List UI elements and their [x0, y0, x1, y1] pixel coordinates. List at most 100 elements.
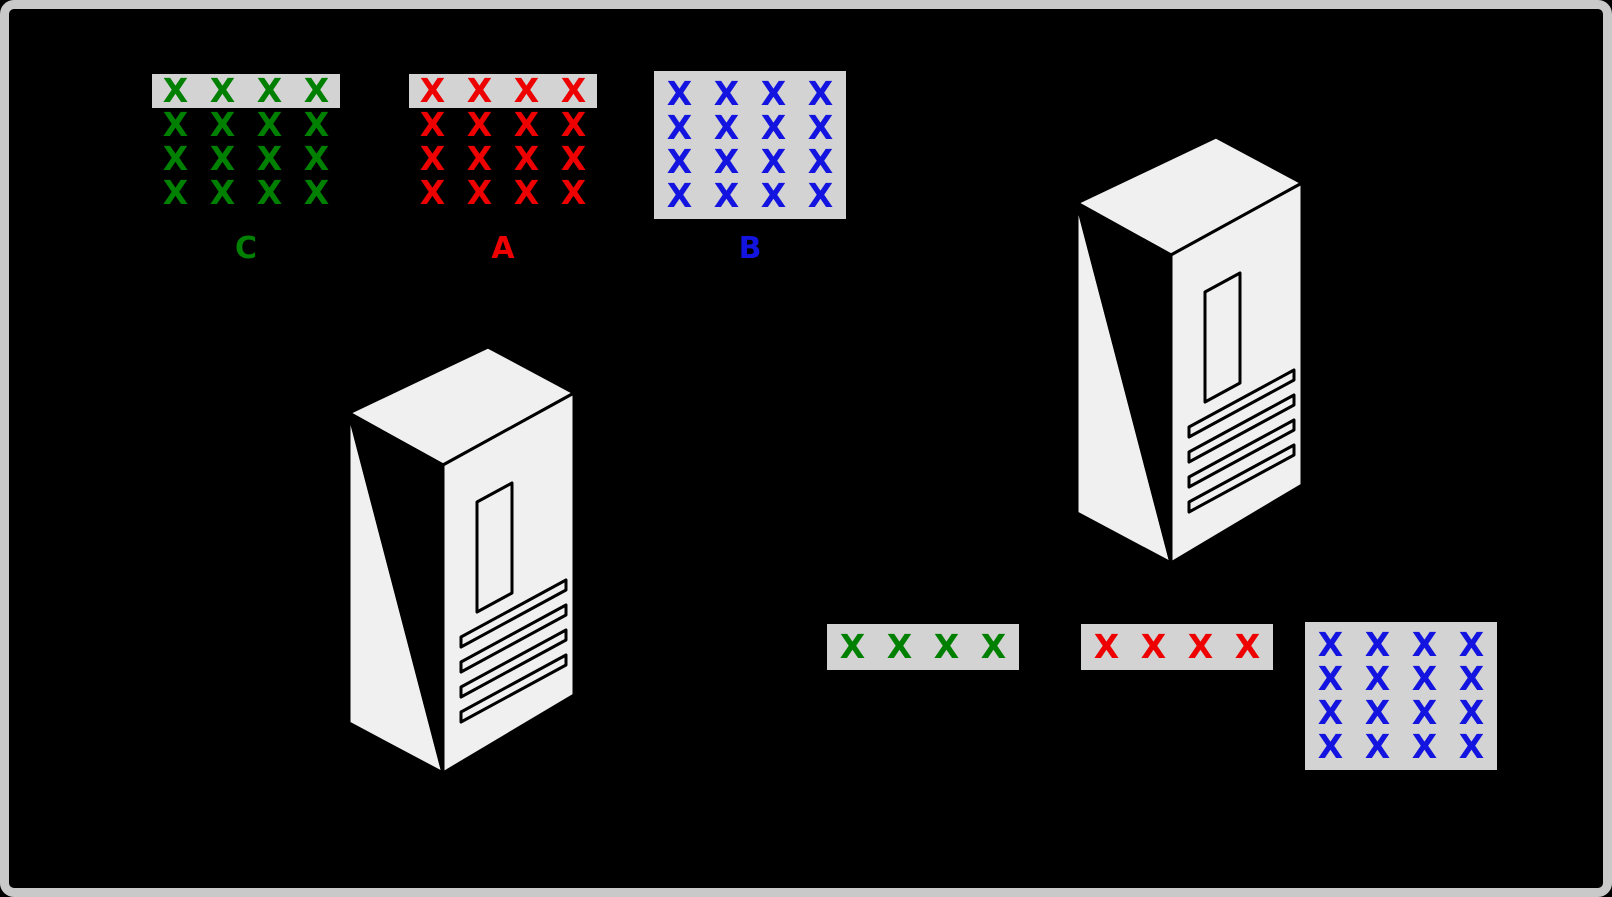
x-mark: X	[1411, 693, 1438, 732]
x-mark: X	[162, 173, 189, 212]
server-vent-slat	[1187, 368, 1296, 439]
server-side-dark	[347, 411, 445, 775]
x-mark: X	[1458, 693, 1485, 732]
server-vent-slat	[459, 603, 568, 674]
x-mark: X	[1317, 625, 1344, 664]
x-mark: X	[209, 173, 236, 212]
x-mark: X	[1364, 693, 1391, 732]
x-mark: X	[162, 105, 189, 144]
x-mark: X	[1364, 727, 1391, 766]
x-mark: X	[807, 142, 834, 181]
matrix-a-label: A	[491, 231, 515, 266]
x-mark: X	[760, 108, 787, 147]
x-mark: X	[303, 71, 330, 110]
server-vent-slat	[459, 653, 568, 724]
server-vent-slat	[459, 578, 568, 649]
x-mark: X	[256, 173, 283, 212]
x-mark: X	[933, 627, 960, 666]
x-mark: X	[760, 74, 787, 113]
x-mark: X	[713, 142, 740, 181]
x-mark: X	[256, 105, 283, 144]
x-mark: X	[980, 627, 1007, 666]
x-mark: X	[713, 108, 740, 147]
x-mark: X	[839, 627, 866, 666]
x-mark: X	[419, 105, 446, 144]
x-mark: X	[560, 105, 587, 144]
x-mark: X	[419, 173, 446, 212]
x-mark: X	[1458, 727, 1485, 766]
x-mark: X	[513, 71, 540, 110]
x-mark: X	[666, 142, 693, 181]
x-mark: X	[713, 74, 740, 113]
x-mark: X	[1140, 627, 1167, 666]
server-vent-slat	[1187, 393, 1296, 464]
x-mark: X	[513, 139, 540, 178]
server-side-dark	[1075, 201, 1173, 565]
x-mark: X	[886, 627, 913, 666]
x-mark: X	[1411, 727, 1438, 766]
x-mark: X	[466, 173, 493, 212]
x-mark: X	[807, 74, 834, 113]
x-mark: X	[1411, 659, 1438, 698]
x-mark: X	[209, 71, 236, 110]
server-vent-slat	[1187, 418, 1296, 489]
matrix-b-label: B	[738, 231, 762, 266]
x-mark: X	[560, 139, 587, 178]
x-mark: X	[666, 108, 693, 147]
server-tower-icon	[1075, 135, 1304, 565]
x-mark: X	[807, 176, 834, 215]
server-vent-slat	[459, 628, 568, 699]
x-mark: X	[666, 176, 693, 215]
x-mark: X	[466, 71, 493, 110]
x-mark: X	[303, 139, 330, 178]
x-mark: X	[1458, 625, 1485, 664]
x-mark: X	[1458, 659, 1485, 698]
x-mark: X	[1411, 625, 1438, 664]
x-mark: X	[466, 139, 493, 178]
x-mark: X	[760, 176, 787, 215]
x-mark: X	[713, 176, 740, 215]
x-mark: X	[256, 71, 283, 110]
x-mark: X	[1093, 627, 1120, 666]
x-mark: X	[513, 105, 540, 144]
x-mark: X	[666, 74, 693, 113]
x-mark: X	[807, 108, 834, 147]
x-mark: X	[162, 71, 189, 110]
x-mark: X	[303, 105, 330, 144]
x-mark: X	[209, 139, 236, 178]
server-drive-slot	[475, 481, 514, 614]
x-mark: X	[209, 105, 236, 144]
x-mark: X	[419, 139, 446, 178]
matrix-c-label: C	[234, 231, 258, 266]
x-mark: X	[513, 173, 540, 212]
x-mark: X	[162, 139, 189, 178]
x-mark: X	[760, 142, 787, 181]
x-mark: X	[1364, 625, 1391, 664]
x-mark: X	[1187, 627, 1214, 666]
x-mark: X	[1234, 627, 1261, 666]
